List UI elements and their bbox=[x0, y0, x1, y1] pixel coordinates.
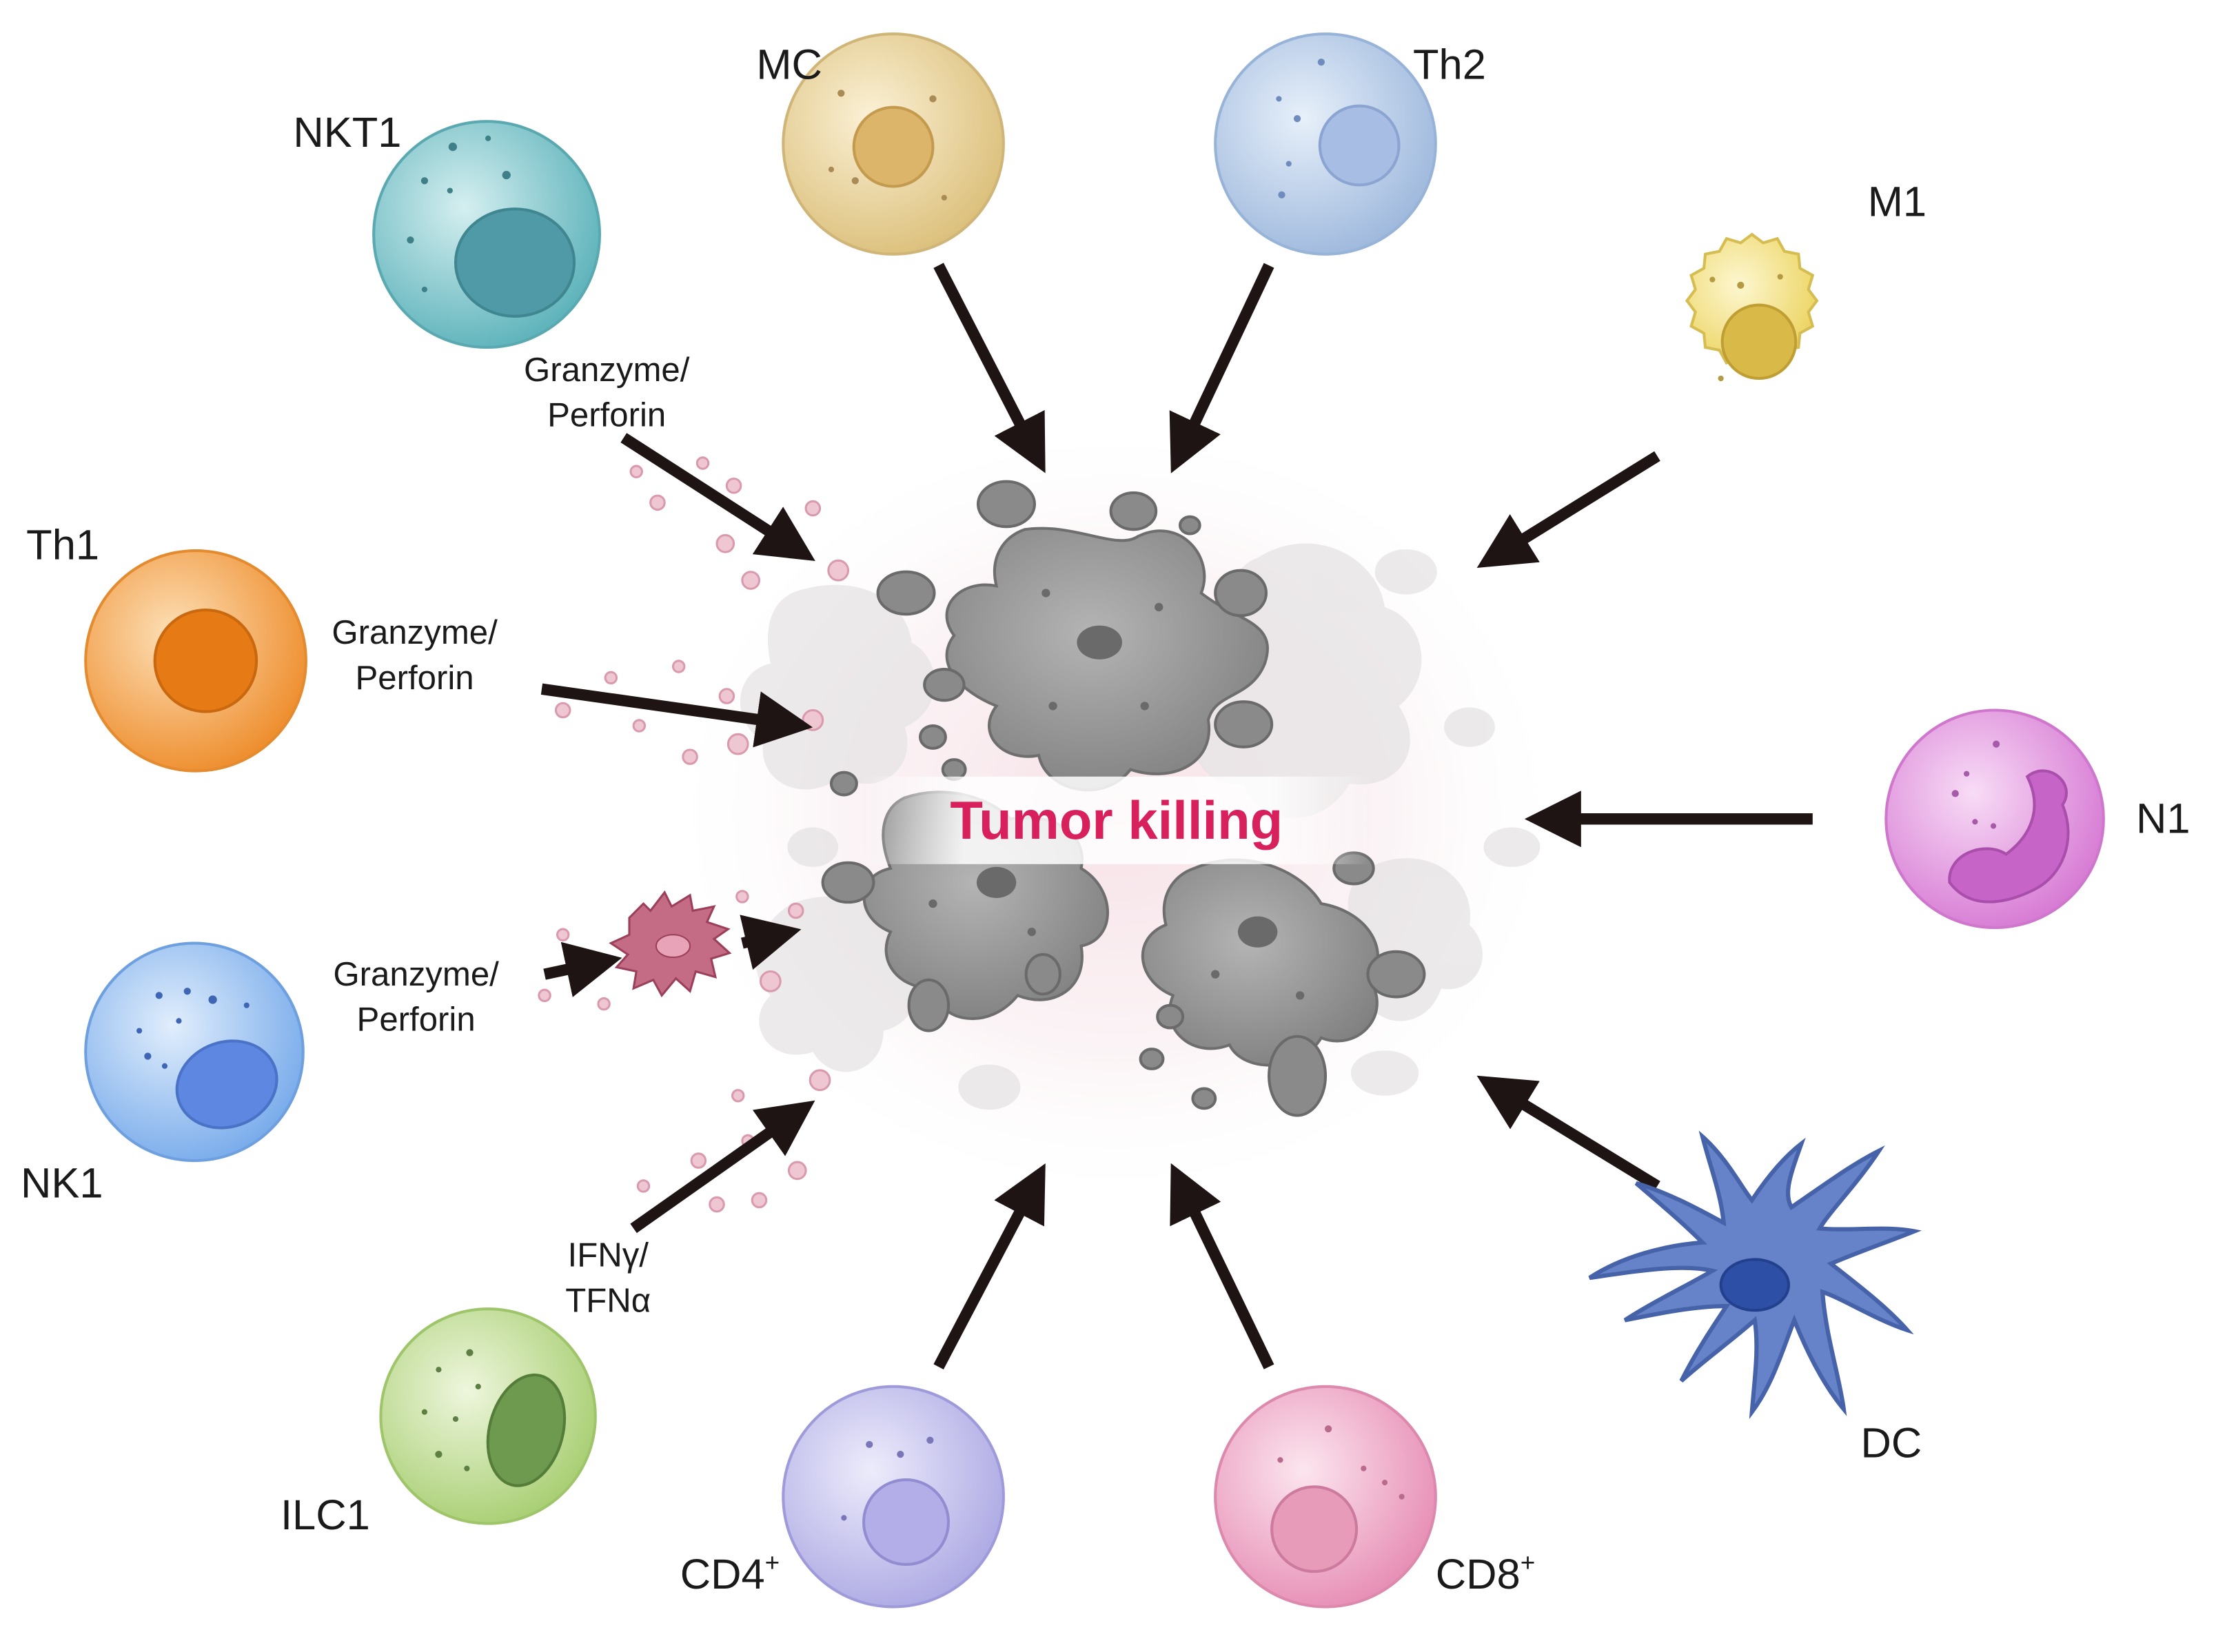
nkt1-label: NKT1 bbox=[293, 109, 401, 156]
nk1-cytotoxin-line2: Perforin bbox=[357, 1001, 476, 1039]
dendritic-cell bbox=[1588, 1130, 1922, 1420]
th1-label: Th1 bbox=[26, 521, 99, 569]
arrows bbox=[540, 263, 1813, 1369]
tumor-fragments bbox=[821, 480, 1426, 1117]
arrow-th2 bbox=[1169, 263, 1274, 473]
ilc1-cytokine-line1: IFNγ/ bbox=[568, 1236, 649, 1274]
cd4-label: CD4+ bbox=[680, 1549, 780, 1598]
arrow-cd8 bbox=[1170, 1163, 1274, 1369]
tumor-killing-label: Tumor killing bbox=[950, 791, 1283, 850]
arrow-nk1-target bbox=[740, 915, 802, 970]
mc-label: MC bbox=[756, 41, 822, 89]
nk1-cell bbox=[84, 941, 305, 1163]
n1-label: N1 bbox=[2136, 795, 2190, 843]
th1-cytotoxin-line2: Perforin bbox=[356, 659, 474, 697]
tumor-label-band bbox=[862, 776, 1371, 864]
nk1-label: NK1 bbox=[21, 1159, 103, 1207]
arrow-cd4 bbox=[933, 1163, 1046, 1369]
arrow-m1 bbox=[1476, 451, 1660, 569]
m1-macrophage bbox=[1685, 232, 1819, 382]
tumor-cell-top bbox=[945, 527, 1269, 792]
m1-label: M1 bbox=[1868, 178, 1927, 225]
mast-cell bbox=[782, 32, 1005, 256]
th1-cytotoxin-line1: Granzyme/ bbox=[332, 613, 498, 651]
arrow-nkt1 bbox=[620, 433, 815, 562]
cd8-label-text: CD8 bbox=[1436, 1551, 1521, 1598]
cd8-label: CD8+ bbox=[1436, 1549, 1535, 1598]
cd4-t-cell bbox=[782, 1385, 1005, 1609]
cd8-t-cell bbox=[1214, 1385, 1437, 1609]
nkt1-cytotoxin-line2: Perforin bbox=[547, 396, 666, 434]
arrow-th1 bbox=[540, 683, 813, 748]
ilc1-label: ILC1 bbox=[281, 1491, 370, 1539]
nk1-cytotoxin-line1: Granzyme/ bbox=[333, 955, 499, 993]
ilc1-cytokine-line2: TFNα bbox=[565, 1281, 651, 1319]
arrow-dc bbox=[1476, 1075, 1660, 1191]
arrow-nk1 bbox=[543, 941, 622, 997]
cd8-label-sup: + bbox=[1521, 1549, 1536, 1577]
arrow-ilc1 bbox=[630, 1100, 815, 1234]
nkt1-cell bbox=[372, 120, 602, 349]
th2-cell bbox=[1214, 32, 1437, 256]
cd4-label-text: CD4 bbox=[680, 1551, 765, 1598]
n1-neutrophil bbox=[1884, 708, 2105, 930]
th1-cell bbox=[84, 549, 307, 773]
dc-label: DC bbox=[1860, 1419, 1922, 1467]
nkt1-cytotoxin-line1: Granzyme/ bbox=[524, 351, 690, 389]
arrow-mc bbox=[933, 263, 1046, 473]
ilc1-cell bbox=[379, 1307, 597, 1525]
cd4-label-sup: + bbox=[765, 1549, 780, 1577]
th2-label: Th2 bbox=[1413, 41, 1486, 89]
